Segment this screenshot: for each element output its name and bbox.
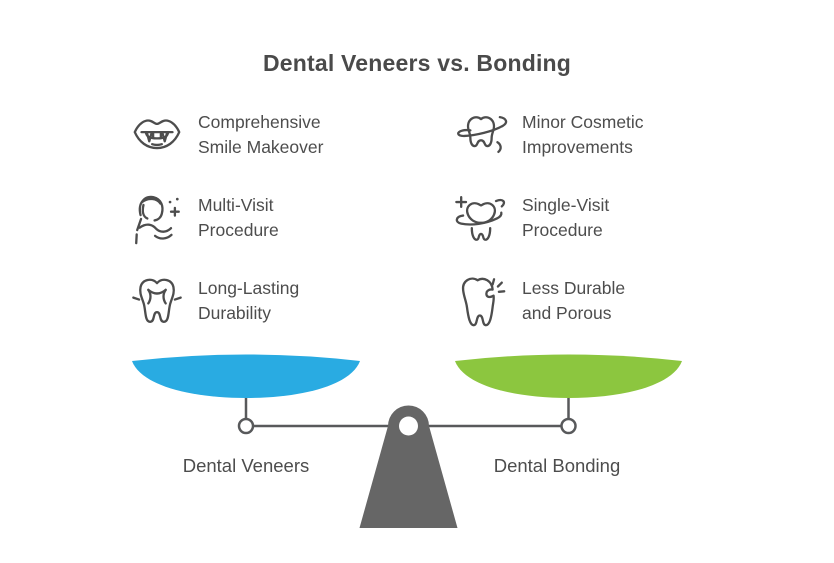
page-title: Dental Veneers vs. Bonding xyxy=(262,50,572,76)
feature-label: Comprehensive Smile Makeover xyxy=(198,112,324,157)
pan-label-veneers: Dental Veneers xyxy=(182,455,310,476)
feature-label: Long-Lasting Durability xyxy=(198,278,300,323)
feature-item: Long-Lasting Durability xyxy=(128,272,323,330)
feature-list-veneers: Comprehensive Smile Makeover Multi-Visit… xyxy=(128,106,323,330)
feature-item: Multi-Visit Procedure xyxy=(128,189,323,247)
feature-item: Single-Visit Procedure xyxy=(452,189,644,247)
left-pivot-ring xyxy=(237,417,255,435)
feature-item: Less Durable and Porous xyxy=(452,272,644,330)
fulcrum-hole xyxy=(399,416,418,436)
dentist-icon xyxy=(128,189,186,247)
tooth-band-icon xyxy=(452,106,510,164)
feature-item: Comprehensive Smile Makeover xyxy=(128,106,323,164)
veneers-pan xyxy=(132,354,360,398)
pan-label-bonding: Dental Bonding xyxy=(493,455,621,476)
feature-label: Minor Cosmetic Improvements xyxy=(522,112,644,157)
feature-item: Minor Cosmetic Improvements xyxy=(452,106,644,164)
right-pivot-ring xyxy=(560,417,577,435)
feature-label: Less Durable and Porous xyxy=(522,278,626,323)
tooth-strong-icon xyxy=(128,272,186,330)
feature-label: Single-Visit Procedure xyxy=(522,195,610,240)
balance-scale-graphic xyxy=(132,354,682,528)
bonding-pan xyxy=(455,354,682,398)
fulcrum xyxy=(359,405,458,528)
feature-list-bonding: Minor Cosmetic Improvements Single-Visit… xyxy=(452,106,644,330)
lips-smile-icon xyxy=(128,106,186,164)
tooth-plus-icon xyxy=(452,189,510,247)
tooth-cracked-icon xyxy=(452,272,510,330)
feature-label: Multi-Visit Procedure xyxy=(198,195,279,240)
